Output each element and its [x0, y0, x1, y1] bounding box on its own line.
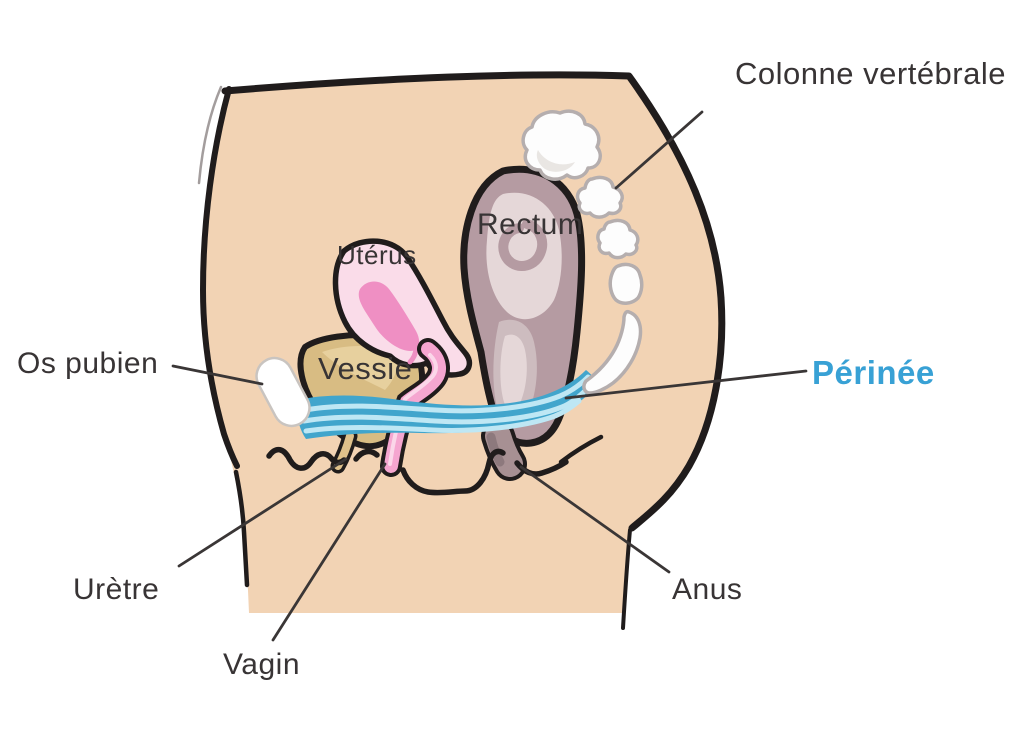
tailbone	[582, 309, 643, 395]
label-vessie: Vessie	[318, 351, 412, 386]
leader-perinee	[564, 369, 808, 400]
skin-fill	[202, 74, 722, 614]
rectum-swirl	[498, 219, 548, 271]
outline-left-lower	[233, 469, 250, 588]
muscle-stripe-1	[302, 374, 591, 414]
leader-vagin	[271, 462, 387, 642]
leader-uretre	[177, 457, 348, 568]
label-anus: Anus	[672, 573, 742, 606]
cervix-canal	[407, 330, 419, 365]
sketch-line	[197, 85, 223, 185]
vagina-inner-highlight	[388, 353, 438, 466]
pubic-bone	[255, 356, 311, 428]
label-os-pubien: Os pubien	[17, 347, 158, 380]
label-perinee: Périnée	[812, 354, 935, 391]
body-outline-strokes	[200, 71, 726, 630]
spine-vertebrae	[521, 109, 644, 395]
label-rectum: Rectum	[477, 208, 583, 241]
muscle-stripe-3	[303, 398, 582, 434]
vagina-tube	[380, 338, 450, 477]
leader-os-pubien	[171, 364, 264, 386]
uterus-cavity	[358, 281, 420, 351]
vertebra-3	[596, 218, 640, 260]
leader-colonne-vertebrale	[614, 110, 704, 190]
rectum-inner	[486, 192, 562, 320]
vertebra-4	[608, 262, 644, 305]
outline-top-right	[221, 71, 726, 532]
perineum-band	[296, 370, 598, 439]
outline-thigh-right	[621, 528, 632, 630]
rectum-lower-light	[500, 334, 527, 410]
buttock-crease	[558, 434, 604, 465]
outline-left	[200, 86, 240, 469]
label-vagin: Vagin	[223, 648, 300, 681]
rectum-shape	[460, 165, 586, 447]
perineum-muscle	[296, 370, 598, 439]
leader-anus	[519, 465, 671, 574]
labels: Colonne vertébrale Rectum Utérus Vessie …	[17, 56, 1006, 681]
vulva-fold-mid	[353, 448, 380, 462]
muscle-stripe-2	[301, 385, 591, 425]
vulva-fold-right	[400, 448, 506, 496]
vulva-fold-left	[266, 446, 347, 471]
label-colonne-vertebrale: Colonne vertébrale	[735, 56, 1006, 91]
label-uretre: Urètre	[73, 573, 159, 606]
leader-lines	[171, 110, 808, 642]
bladder-highlight	[322, 346, 398, 390]
vertebra-1-shade	[536, 150, 575, 172]
label-uterus: Utérus	[337, 240, 417, 270]
